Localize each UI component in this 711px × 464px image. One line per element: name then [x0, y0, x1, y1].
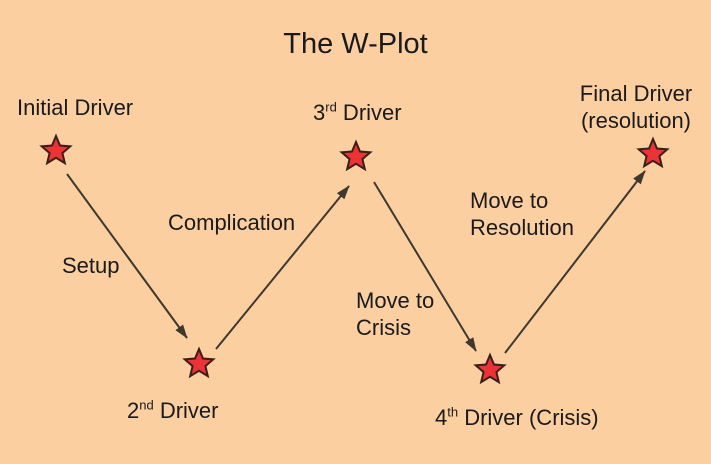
second-driver-label: 2nd Driver [127, 397, 219, 424]
fourth-driver-star-icon [473, 352, 507, 385]
complication-label: Complication [168, 210, 296, 235]
move-to-crisis-line1: Move to [356, 288, 435, 313]
final-driver-line2: (resolution) [580, 108, 692, 133]
move-to-crisis-arrow [373, 181, 477, 352]
fourth-driver-number: 4 [435, 405, 448, 430]
third-driver-text: Driver [336, 100, 402, 125]
diagram-title: The W-Plot [283, 28, 428, 60]
second-driver-text: Driver [153, 398, 219, 423]
third-driver-label: 3rd Driver [313, 99, 402, 126]
move-to-resolution-line1: Move to [470, 188, 549, 213]
complication-arrow [215, 185, 350, 350]
final-driver-star-icon [636, 136, 670, 169]
third-driver-number: 3 [313, 100, 326, 125]
second-driver-star-icon [182, 346, 216, 379]
setup-arrow [66, 173, 188, 339]
move-to-crisis-label: Move to Crisis [356, 287, 434, 341]
initial-driver-label: Initial Driver [17, 95, 134, 120]
setup-label: Setup [62, 253, 120, 278]
fourth-driver-ordinal: th [447, 404, 459, 420]
final-driver-label: Final Driver (resolution) [555, 80, 711, 134]
move-to-resolution-arrow [504, 170, 646, 354]
final-driver-line1: Final Driver [579, 81, 693, 106]
second-driver-ordinal: nd [139, 397, 154, 413]
third-driver-star-icon [339, 139, 373, 172]
move-to-crisis-line2: Crisis [356, 315, 411, 340]
fourth-driver-label: 4th Driver (Crisis) [435, 404, 599, 431]
third-driver-ordinal: rd [325, 99, 337, 115]
second-driver-number: 2 [127, 398, 140, 423]
move-to-resolution-line2: Resolution [470, 215, 574, 240]
initial-driver-star-icon [39, 133, 73, 166]
move-to-resolution-label: Move to Resolution [470, 187, 574, 241]
fourth-driver-text: Driver (Crisis) [458, 405, 599, 430]
